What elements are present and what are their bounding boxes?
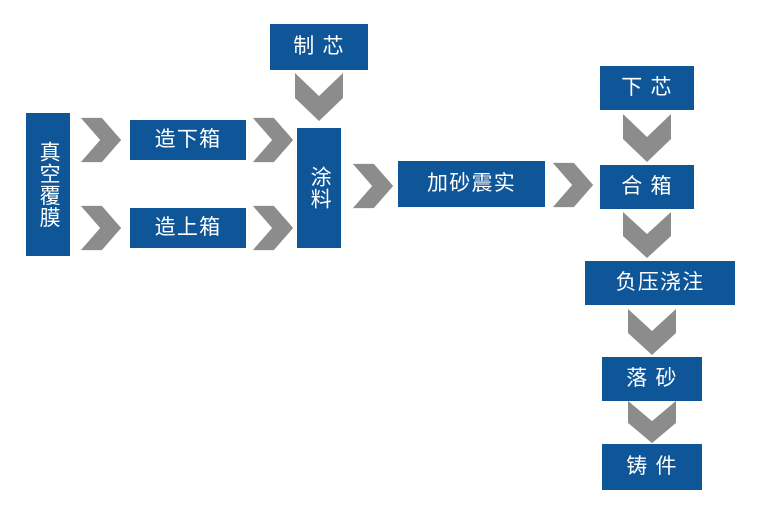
node-casting[interactable]: 铸 件	[602, 444, 702, 490]
node-set-core[interactable]: 下 芯	[600, 66, 694, 110]
node-shakeout-label: 落 砂	[626, 366, 678, 390]
node-shakeout[interactable]: 落 砂	[602, 357, 702, 401]
node-casting-label: 铸 件	[626, 454, 678, 478]
arrow-set-core-to-close-mold-icon	[622, 113, 672, 163]
arrow-close-mold-to-vacuum-pouring-icon	[622, 211, 672, 259]
arrow-vacuum-pouring-to-shakeout-icon	[627, 308, 677, 356]
node-vacuum-film-label: 真空覆膜	[37, 140, 61, 229]
node-make-core-label: 制 芯	[293, 34, 345, 58]
node-coating[interactable]: 涂料	[297, 128, 341, 248]
node-make-cope[interactable]: 造上箱	[130, 208, 246, 248]
node-set-core-label: 下 芯	[621, 75, 673, 99]
node-close-mold[interactable]: 合 箱	[600, 165, 694, 209]
node-coating-label: 涂料	[308, 166, 332, 210]
node-make-cope-label: 造上箱	[154, 215, 222, 239]
arrow-make-drag-to-coating-icon	[252, 117, 294, 163]
node-vacuum-pouring[interactable]: 负压浇注	[585, 261, 735, 305]
arrow-make-cope-to-coating-icon	[252, 205, 294, 251]
arrow-shakeout-to-casting-icon	[627, 400, 677, 444]
node-make-core[interactable]: 制 芯	[270, 24, 368, 70]
arrow-sand-compaction-to-close-mold-icon	[552, 162, 594, 208]
node-vacuum-film[interactable]: 真空覆膜	[26, 113, 70, 256]
arrow-vacuum-film-to-make-drag-icon	[80, 117, 122, 163]
arrow-make-core-to-coating-icon	[294, 72, 344, 122]
arrow-coating-to-sand-compaction-icon	[352, 163, 394, 209]
node-vacuum-pouring-label: 负压浇注	[615, 270, 705, 294]
arrow-vacuum-film-to-make-cope-icon	[80, 205, 122, 251]
node-close-mold-label: 合 箱	[621, 174, 673, 198]
node-make-drag-label: 造下箱	[154, 127, 222, 151]
node-sand-compaction-label: 加砂震实	[426, 171, 517, 195]
node-sand-compaction[interactable]: 加砂震实	[398, 161, 545, 207]
node-make-drag[interactable]: 造下箱	[130, 120, 246, 160]
